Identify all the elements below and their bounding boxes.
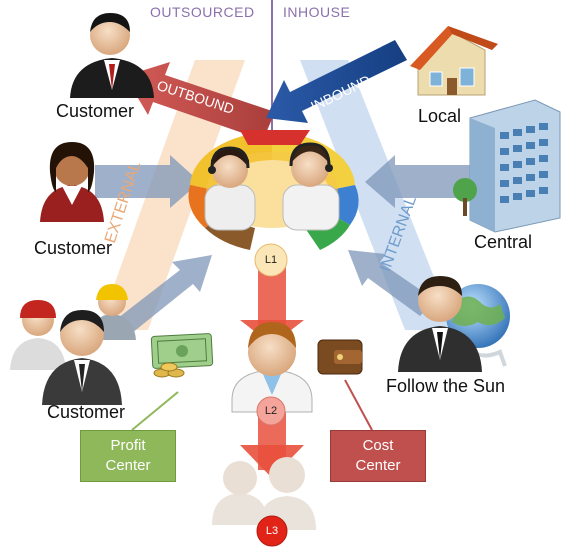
customer-middle-label: Customer <box>34 238 113 258</box>
local-label: Local <box>418 106 462 126</box>
businessman-icon <box>398 276 482 372</box>
money-icon <box>150 333 214 378</box>
headset-agent-icon <box>282 142 340 231</box>
escalation-arrow-head-lower <box>240 445 304 478</box>
profit-center-line1: Profit <box>110 437 146 454</box>
businessman-icon <box>70 13 154 98</box>
l1-circle <box>254 243 288 277</box>
customer-bottom-label: Customer <box>47 402 126 422</box>
central-label: Central <box>474 232 533 252</box>
profit-center-line2: Center <box>105 457 151 474</box>
office-building-icon <box>453 99 561 233</box>
house-icon <box>410 26 498 96</box>
outsourced-header: OUTSOURCED <box>150 4 255 20</box>
cost-center-connector <box>344 379 373 431</box>
l3-label: L3 <box>265 525 279 537</box>
customer-middle-arrow <box>95 155 200 208</box>
l2-label: L2 <box>264 405 278 417</box>
profit-center-connector <box>131 391 179 431</box>
follow-the-sun-arrow <box>348 250 435 316</box>
worker-group-icon <box>10 284 136 405</box>
customer-bottom-arrow <box>118 255 212 333</box>
cost-center-line2: Center <box>355 457 401 474</box>
customer-top-label: Customer <box>56 101 135 121</box>
central-arrow <box>365 155 470 208</box>
follow-the-sun-label: Follow the Sun <box>386 376 506 396</box>
l1-label: L1 <box>264 254 278 266</box>
inhouse-header: INHOUSE <box>283 4 351 20</box>
l3-circle <box>256 515 288 547</box>
cost-center-box: Cost Center <box>330 430 426 482</box>
headset-agent-icon <box>204 146 256 231</box>
profit-center-box: Profit Center <box>80 430 176 482</box>
l2-circle <box>256 396 286 426</box>
internal-band <box>300 60 455 330</box>
cost-center-line1: Cost <box>362 437 394 454</box>
businesswoman-icon <box>40 142 104 222</box>
inbound-arrow <box>266 40 407 123</box>
doctor-icon <box>231 322 313 413</box>
wallet-icon <box>317 339 363 375</box>
outbound-arrow <box>125 62 275 140</box>
